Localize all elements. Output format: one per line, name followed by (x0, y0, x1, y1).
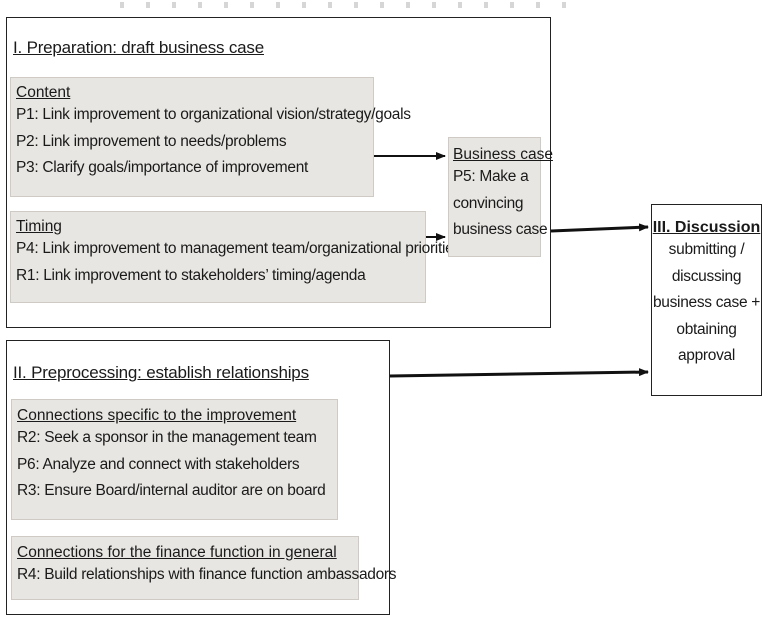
business-case-line-3: business case (453, 221, 548, 238)
specific-item-r2: R2: Seek a sponsor in the management tea… (17, 429, 317, 446)
content-box: Content P1: Link improvement to organiza… (10, 77, 411, 197)
general-connections-box: Connections for the finance function in … (11, 536, 397, 600)
business-case-box: Business case P5: Make a convincing busi… (448, 137, 553, 257)
specific-item-p6: P6: Analyze and connect with stakeholder… (17, 455, 300, 473)
business-case-heading: Business case (453, 146, 553, 163)
discussion-heading: III. Discussion (652, 219, 761, 236)
timing-box: Timing P4: Link improvement to managemen… (10, 211, 461, 303)
general-connections-heading: Connections for the finance function in … (17, 544, 337, 561)
content-item-p1: P1: Link improvement to organizational v… (16, 106, 411, 123)
preparation-title: I. Preparation: draft business case (13, 38, 264, 57)
discussion-box: III. Discussion submitting / discussing … (651, 204, 762, 396)
discussion-line-2: discussing (671, 267, 742, 285)
content-heading: Content (16, 84, 71, 101)
timing-item-r1: R1: Link improvement to stakeholders’ ti… (16, 266, 366, 284)
content-item-p2: P2: Link improvement to needs/problems (16, 132, 287, 150)
business-case-line-1: P5: Make a (453, 168, 529, 185)
preprocessing-title: II. Preprocessing: establish relationshi… (13, 363, 309, 382)
content-item-p3: P3: Clarify goals/importance of improvem… (16, 159, 309, 176)
business-case-line-2: convincing (453, 194, 524, 212)
cropped-caption-remnant (120, 2, 570, 8)
discussion-line-4: obtaining (676, 320, 737, 338)
general-item-r4: R4: Build relationships with finance fun… (17, 566, 397, 583)
timing-heading: Timing (16, 218, 62, 235)
discussion-line-1: submitting / (668, 241, 745, 258)
discussion-line-5: approval (677, 347, 736, 364)
timing-item-p4: P4: Link improvement to management team/… (16, 240, 461, 257)
specific-connections-heading: Connections specific to the improvement (17, 407, 297, 424)
specific-connections-box: Connections specific to the improvement … (11, 399, 338, 520)
arrow-preprocessing-to-discussion (389, 368, 649, 378)
specific-item-r3: R3: Ensure Board/internal auditor are on… (17, 482, 326, 499)
discussion-line-3: business case + (652, 294, 761, 311)
arrow-business-case-to-discussion (550, 223, 649, 233)
